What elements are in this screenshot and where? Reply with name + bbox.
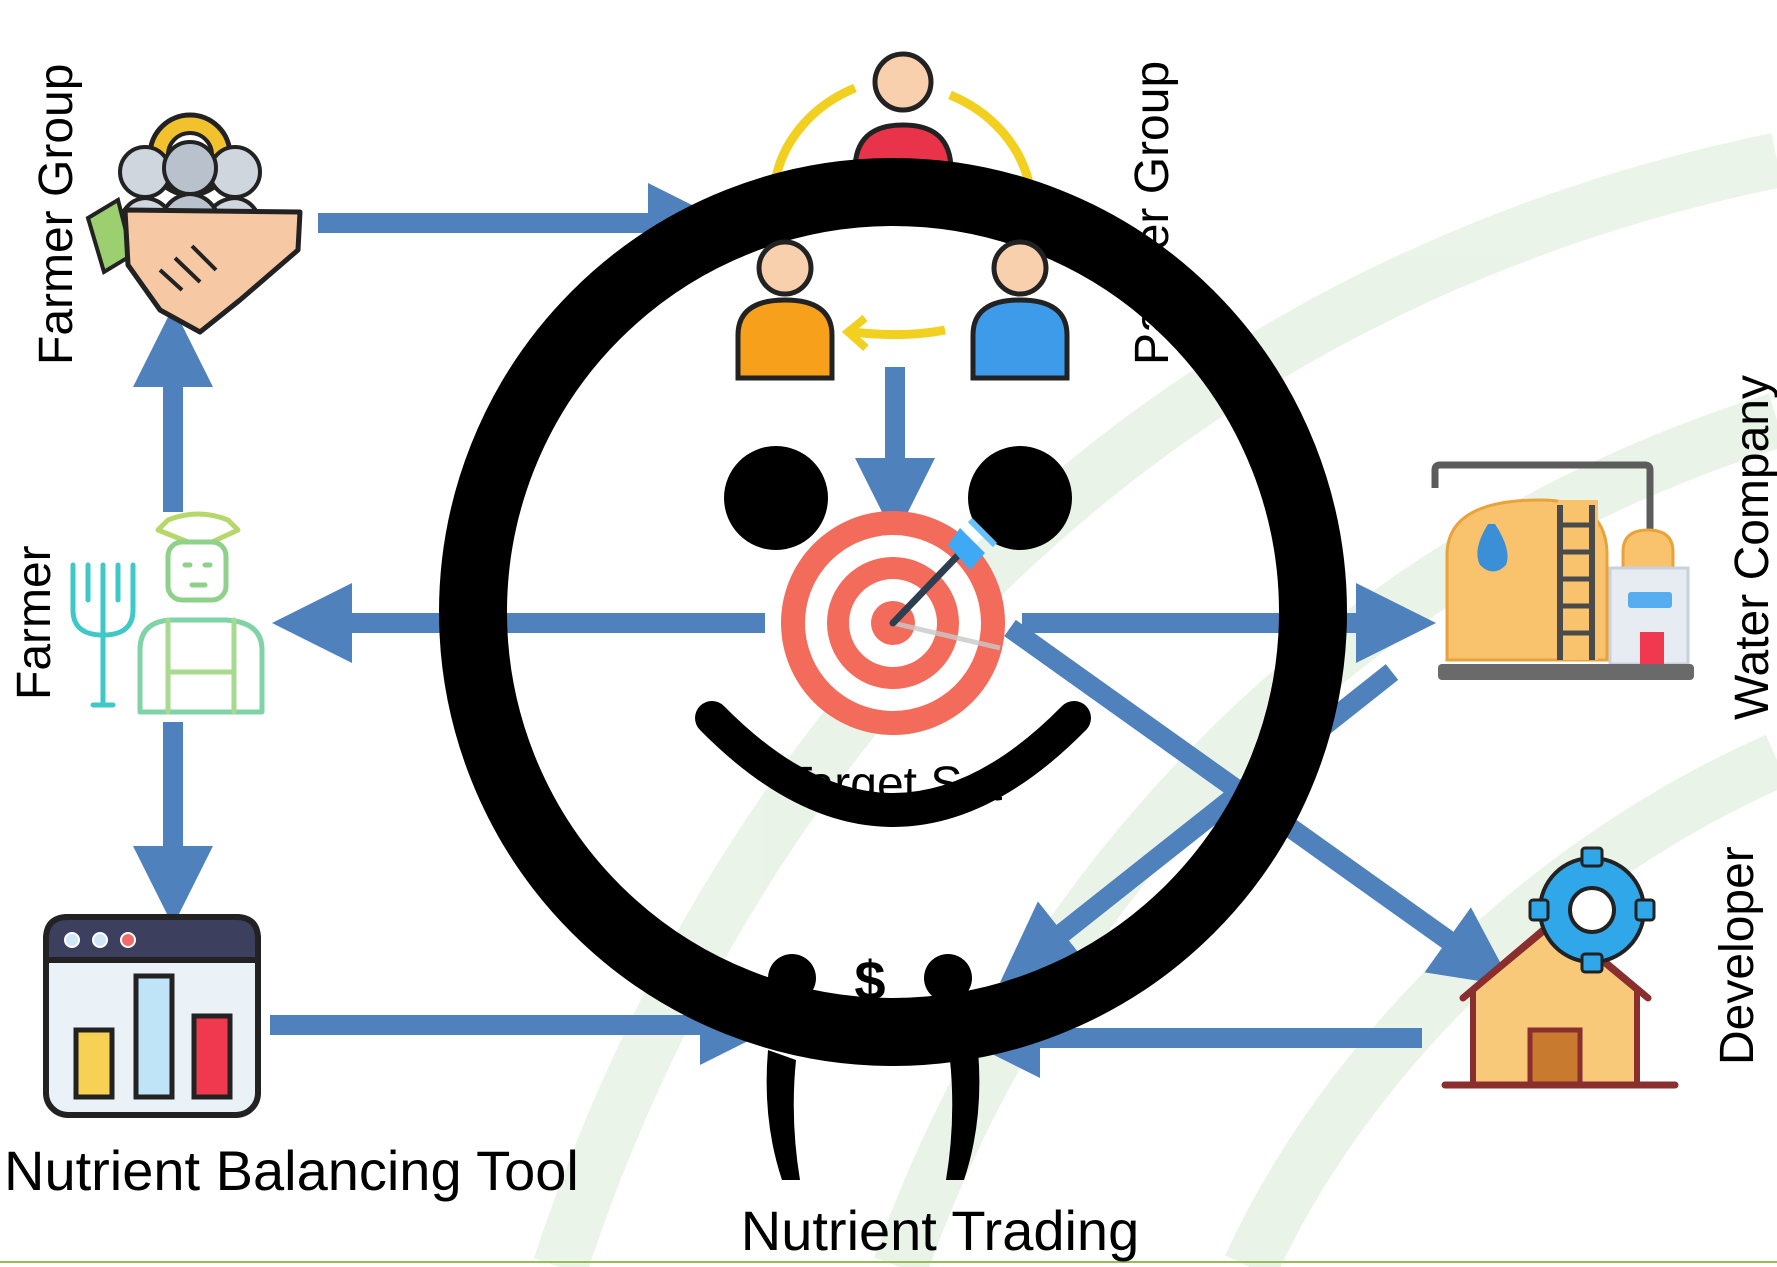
farmer-group-label: Farmer Group	[30, 64, 83, 365]
water-company-label: Water Company	[1726, 375, 1777, 720]
target-set-label: Target Set	[784, 758, 1003, 811]
smiley-overlay-icon: $	[439, 158, 1347, 1180]
partner-group-label: Partner Group	[1126, 61, 1179, 365]
nutrient-trading-label: Nutrient Trading	[741, 1199, 1139, 1262]
nutrient-balancing-tool-label: Nutrient Balancing Tool	[4, 1139, 579, 1202]
developer-icon	[1441, 846, 1679, 1089]
farmer-icon	[70, 511, 265, 715]
farmer-label: Farmer	[8, 545, 61, 700]
target-icon	[781, 511, 1005, 735]
developer-label: Developer	[1711, 846, 1764, 1065]
water-company-icon	[1431, 461, 1694, 680]
partner-group-lower-people	[735, 239, 1070, 381]
money-bag-dollar-sign: $	[854, 949, 885, 1012]
farmer-group-handshake-icon	[85, 112, 303, 335]
nutrient-balancing-tool-icon	[43, 914, 261, 1118]
